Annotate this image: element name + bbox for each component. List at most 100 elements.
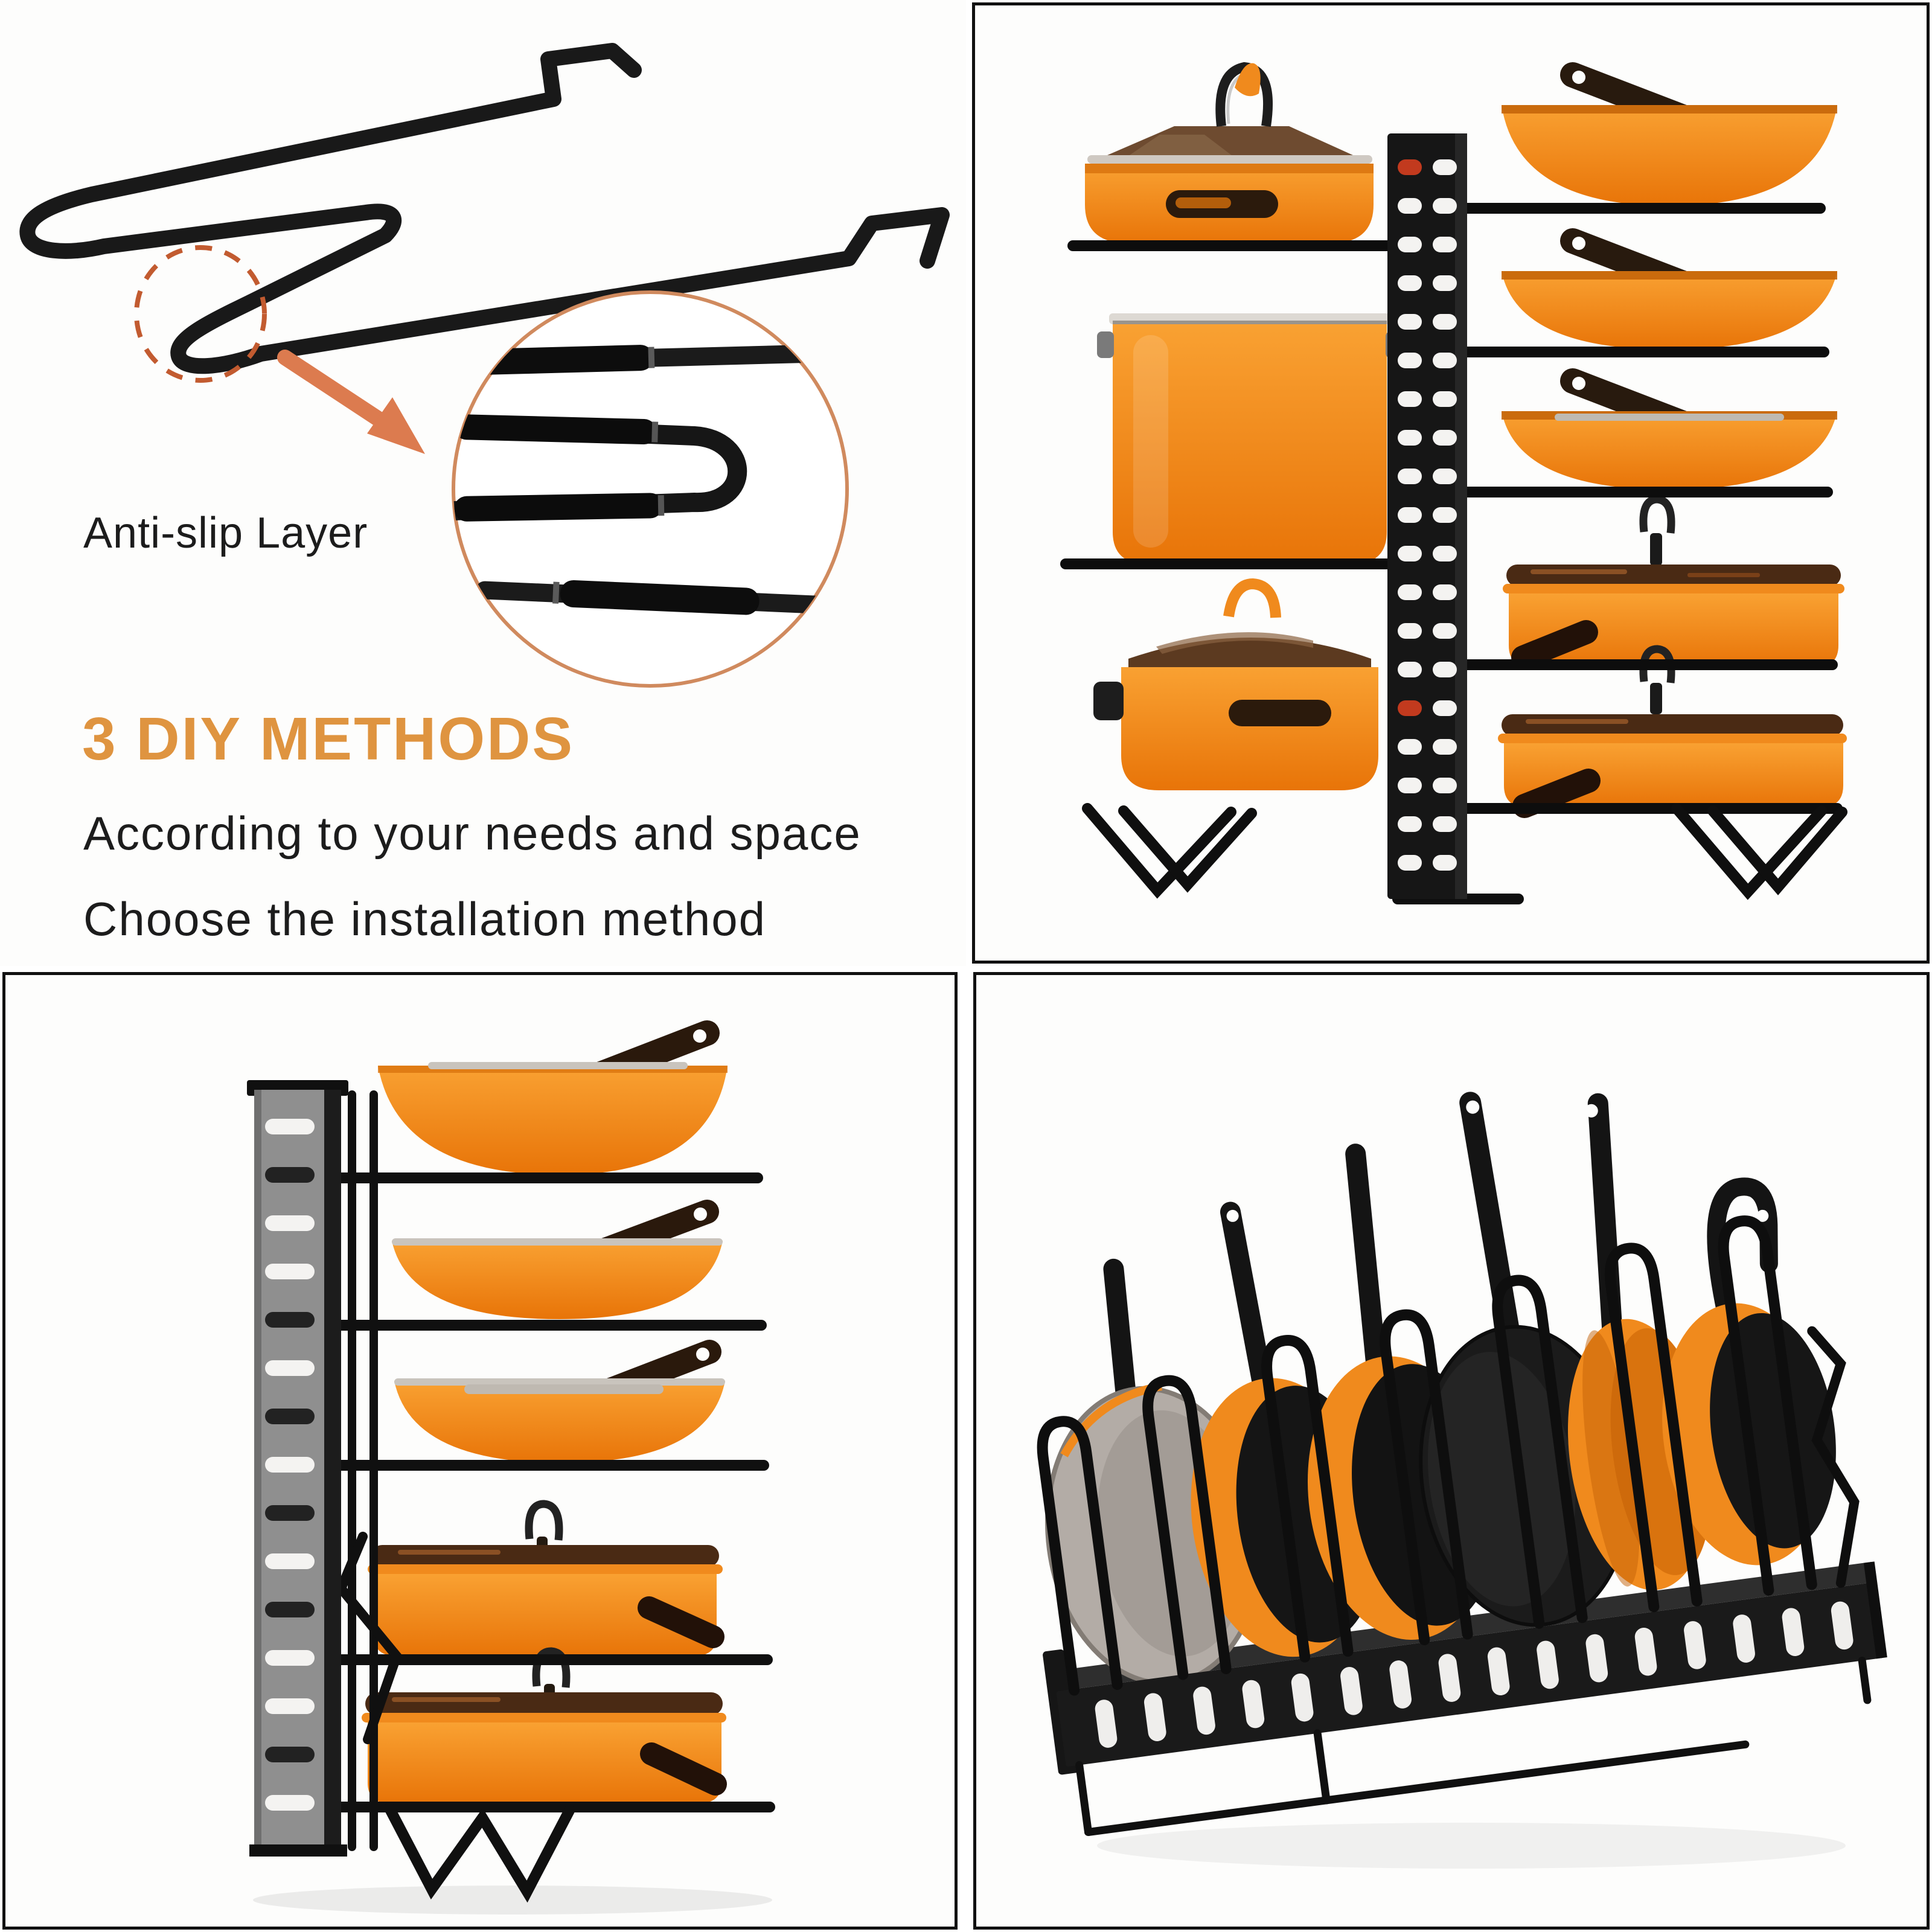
panel-horizontal-rack	[973, 972, 1930, 1930]
rail-slot	[1433, 662, 1457, 677]
rail-slot	[1144, 1693, 1166, 1741]
rail-slot	[1398, 275, 1422, 291]
diy-methods-heading: 3 DIY METHODS	[82, 705, 575, 773]
rail-slot	[265, 1457, 315, 1473]
base-wires	[1075, 1657, 1872, 1837]
rail-slot	[1487, 1647, 1510, 1696]
rail-slot	[265, 1553, 315, 1569]
rail-slot	[1433, 237, 1457, 252]
ground-shadow	[1097, 1823, 1846, 1869]
fry-pan-1	[378, 1020, 728, 1175]
side-rail	[247, 1080, 348, 1857]
zoom-arrow-icon	[277, 350, 425, 454]
rail-slot	[1433, 391, 1457, 407]
rail-slot	[1193, 1686, 1215, 1735]
rail-slot	[1340, 1667, 1363, 1715]
pot-saute-with-lid	[1085, 62, 1374, 243]
rail-slot	[265, 1747, 315, 1762]
wire-bracket-illustration	[19, 43, 950, 374]
pot-dutch-oven	[1093, 578, 1378, 790]
rail-slot	[1537, 1640, 1559, 1689]
rail-slot	[1433, 507, 1457, 523]
diy-methods-line1: According to your needs and space	[83, 807, 862, 860]
fry-pan-3	[1502, 368, 1837, 490]
rail-slot	[1398, 430, 1422, 446]
rail-slot	[1398, 700, 1422, 716]
rail-slot	[1398, 507, 1422, 523]
rail-slot	[1398, 584, 1422, 600]
rail-slot	[1585, 1634, 1608, 1683]
fry-pan-1	[1502, 62, 1837, 206]
shelf-wires	[336, 1172, 775, 1812]
double-rack-illustration	[1060, 62, 1847, 904]
magnifier-circle	[452, 290, 849, 688]
braiser-2	[362, 1647, 727, 1803]
rail-slot	[1433, 623, 1457, 639]
braiser-1	[368, 1500, 724, 1656]
rail-slot	[1634, 1627, 1657, 1676]
rail-slot	[1433, 275, 1457, 291]
braiser-2	[1498, 645, 1847, 818]
rail-slot	[1433, 739, 1457, 755]
rail-slot	[1433, 353, 1457, 368]
rail-slot	[1291, 1673, 1314, 1722]
rail-slot	[1398, 198, 1422, 214]
rail-slot	[1398, 159, 1422, 175]
rail-slot	[1433, 778, 1457, 793]
single-rack-illustration	[247, 1020, 775, 1914]
rail-slot	[1398, 314, 1422, 330]
fry-pan-3	[394, 1340, 725, 1463]
rail-slot	[1433, 546, 1457, 561]
anti-slip-label: Anti-slip Layer	[83, 509, 368, 557]
rail-slot	[265, 1264, 315, 1279]
rail-slot	[1398, 237, 1422, 252]
diy-methods-line2: Choose the installation method	[83, 892, 767, 945]
panel-diy-methods: Anti-slip Layer 3 DIY METHODS According …	[0, 0, 966, 966]
fry-pan-2	[1502, 228, 1837, 350]
ground-shadow	[253, 1886, 772, 1914]
rail-slot	[1398, 855, 1422, 871]
rail-slot	[1433, 198, 1457, 214]
rail-slot	[265, 1505, 315, 1521]
rail-slot	[1398, 546, 1422, 561]
frame-wires	[335, 1090, 403, 1851]
rail-slot	[265, 1795, 315, 1811]
rail-slot	[1398, 662, 1422, 677]
rail-slot	[265, 1312, 315, 1328]
rail-slot	[1433, 430, 1457, 446]
rail-slot	[1433, 816, 1457, 832]
center-rail	[1387, 133, 1467, 899]
rail-slot	[265, 1409, 315, 1424]
rail-slot	[265, 1215, 315, 1231]
rail-slot	[1389, 1660, 1412, 1709]
rail-slot	[265, 1119, 315, 1134]
rail-slot	[1433, 159, 1457, 175]
panel-vertical-rack-single-sided	[2, 972, 958, 1930]
rail-slot	[265, 1698, 315, 1714]
divider-hoops	[1037, 1215, 1860, 1696]
rail-slot	[1433, 855, 1457, 871]
rail-slot	[1433, 700, 1457, 716]
rail-slot	[1398, 623, 1422, 639]
rail-slot	[1398, 353, 1422, 368]
rail-slot	[1438, 1654, 1461, 1702]
rail-slot	[1433, 314, 1457, 330]
rail-slot	[1398, 816, 1422, 832]
rail-slot	[1398, 778, 1422, 793]
pot-stockpot	[1097, 313, 1403, 565]
dashed-circle-highlight	[134, 245, 267, 383]
rail-slot	[1831, 1601, 1854, 1650]
shelf-wires	[1060, 203, 1843, 814]
rail-slot	[1433, 584, 1457, 600]
rail-slot	[1433, 469, 1457, 484]
rail-slot	[265, 1167, 315, 1183]
fry-pan-2	[392, 1200, 723, 1319]
anti-slip-wires	[453, 344, 826, 615]
rail-slot	[1684, 1621, 1706, 1669]
rail-slot	[1398, 391, 1422, 407]
rail-slot	[1398, 739, 1422, 755]
rail-slot	[265, 1650, 315, 1666]
panel-vertical-rack-double-sided	[972, 2, 1930, 964]
rail-slot	[1398, 469, 1422, 484]
